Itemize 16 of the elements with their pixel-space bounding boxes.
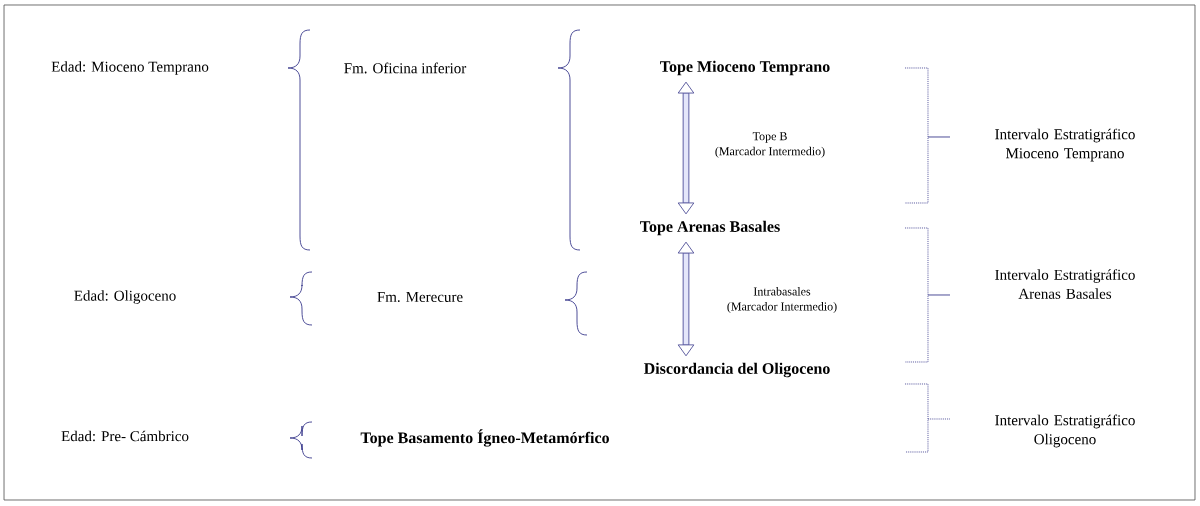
formation-label: Fm. Merecure [377,292,463,302]
formation-label: Fm. Oficina inferior [344,62,467,74]
horizon-label: Tope Basamento Ígneo-Metamórfico [360,429,609,447]
horizon-label: Tope Mioceno Temprano [660,60,830,76]
horizon-label: Discordancia del Oligoceno [643,362,830,378]
edge-label: Tope B (Marcador Intermedio) [715,132,825,158]
age-label: Edad: Pre- Cámbrico [61,430,189,442]
double-arrow [677,241,695,357]
interval-label: Intervalo Estratigráfico Arenas Basales [995,269,1135,299]
age-label: Edad: Oligoceno [74,290,176,304]
horizon-label: Tope Arenas Basales [640,220,780,236]
edge-label: Intrabasales (Marcador Intermedio) [727,287,837,313]
age-label: Edad: Mioceno Temprano [51,61,209,75]
interval-label: Intervalo Estratigráfico Oligoceno [995,414,1135,448]
interval-label: Intervalo Estratigráfico Mioceno Temprano [995,128,1135,162]
double-arrow [677,81,695,215]
